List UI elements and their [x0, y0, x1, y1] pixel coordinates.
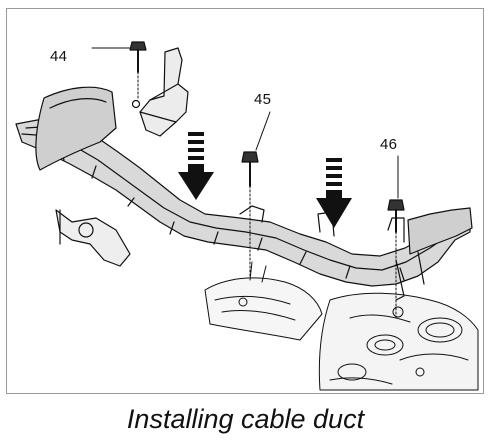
- intake-manifold: [204, 261, 323, 341]
- engine-block: [318, 292, 479, 391]
- callout-44: 44: [50, 48, 68, 65]
- bolt-44: [91, 41, 147, 101]
- callout-46: 46: [380, 136, 398, 153]
- figure-caption: Installing cable duct: [126, 404, 365, 434]
- upper-bracket: [131, 47, 189, 137]
- push-arrow-left: [178, 132, 214, 200]
- callout-45: 45: [254, 91, 272, 108]
- push-arrow-right: [316, 158, 352, 228]
- cable-duct: [15, 86, 473, 301]
- bolt-45: [241, 111, 271, 279]
- bolt-46: [387, 155, 405, 321]
